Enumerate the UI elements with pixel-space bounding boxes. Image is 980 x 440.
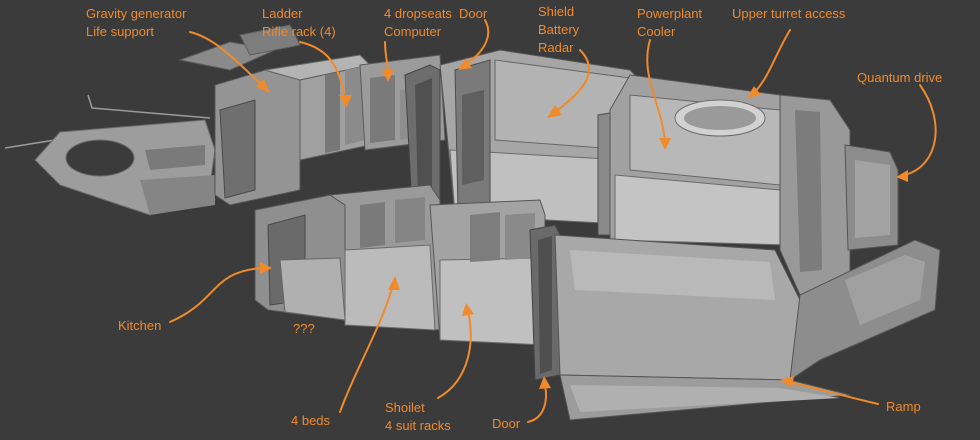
label-powerplant-cooler: Powerplant Cooler — [637, 5, 702, 41]
left-platform — [34, 119, 216, 216]
annotation-suit-racks: 4 suit racks — [385, 418, 451, 433]
label-shield-battery-radar: Shield Battery Radar — [538, 3, 579, 57]
label-ramp: Ramp — [886, 398, 921, 416]
annotation-door-top: Door — [459, 6, 488, 21]
annotation-upper-turret-access: Upper turret access — [732, 6, 846, 21]
forward-module — [779, 94, 899, 296]
annotation-ramp: Ramp — [886, 399, 921, 414]
rear-upper-panels — [178, 24, 301, 71]
annotation-radar: Radar — [538, 40, 574, 55]
label-quantum-drive: Quantum drive — [857, 69, 942, 87]
annotation-unknown: ??? — [293, 321, 315, 336]
annotation-shoilet: Shoilet — [385, 400, 425, 415]
annotation-kitchen: Kitchen — [118, 318, 162, 333]
lower-rear-module — [254, 194, 346, 321]
label-shoilet-suit: Shoilet 4 suit racks — [385, 399, 451, 435]
annotation-powerplant: Powerplant — [637, 6, 703, 21]
annotation-computer: Computer — [384, 24, 442, 39]
annotation-cooler: Cooler — [637, 24, 676, 39]
label-ladder-rifle: Ladder Rifle rack (4) — [262, 5, 336, 41]
annotation-ladder: Ladder — [262, 6, 303, 21]
label-upper-turret: Upper turret access — [732, 5, 845, 23]
lower-cargo-block — [554, 234, 801, 381]
annotation-quantum-drive: Quantum drive — [857, 70, 943, 85]
label-dropseats-computer: 4 dropseats Computer — [384, 5, 452, 41]
label-beds: 4 beds — [291, 412, 330, 430]
label-door-bottom: Door — [492, 415, 520, 433]
annotation-battery: Battery — [538, 22, 580, 37]
label-door-top: Door — [459, 5, 487, 23]
lower-hygiene-module — [429, 199, 546, 346]
annotation-beds: 4 beds — [291, 413, 331, 428]
lower-door-frame — [529, 224, 561, 381]
leader-arrows — [169, 19, 937, 423]
annotation-door-bottom: Door — [492, 416, 521, 431]
annotation-life-support: Life support — [86, 24, 154, 39]
annotation-shield: Shield — [538, 4, 575, 19]
annotation-rifle-rack: Rifle rack (4) — [262, 24, 336, 39]
label-unknown: ??? — [293, 320, 315, 338]
ramp — [559, 239, 941, 421]
upper-rear-module — [214, 54, 372, 206]
label-kitchen: Kitchen — [118, 317, 161, 335]
annotation-gravity-generator: Gravity generator — [86, 6, 187, 21]
label-gravity-life: Gravity generator Life support — [86, 5, 186, 41]
powerplant-module — [609, 74, 791, 246]
annotation-dropseats: 4 dropseats — [384, 6, 452, 21]
upper-door-frame — [404, 64, 441, 206]
